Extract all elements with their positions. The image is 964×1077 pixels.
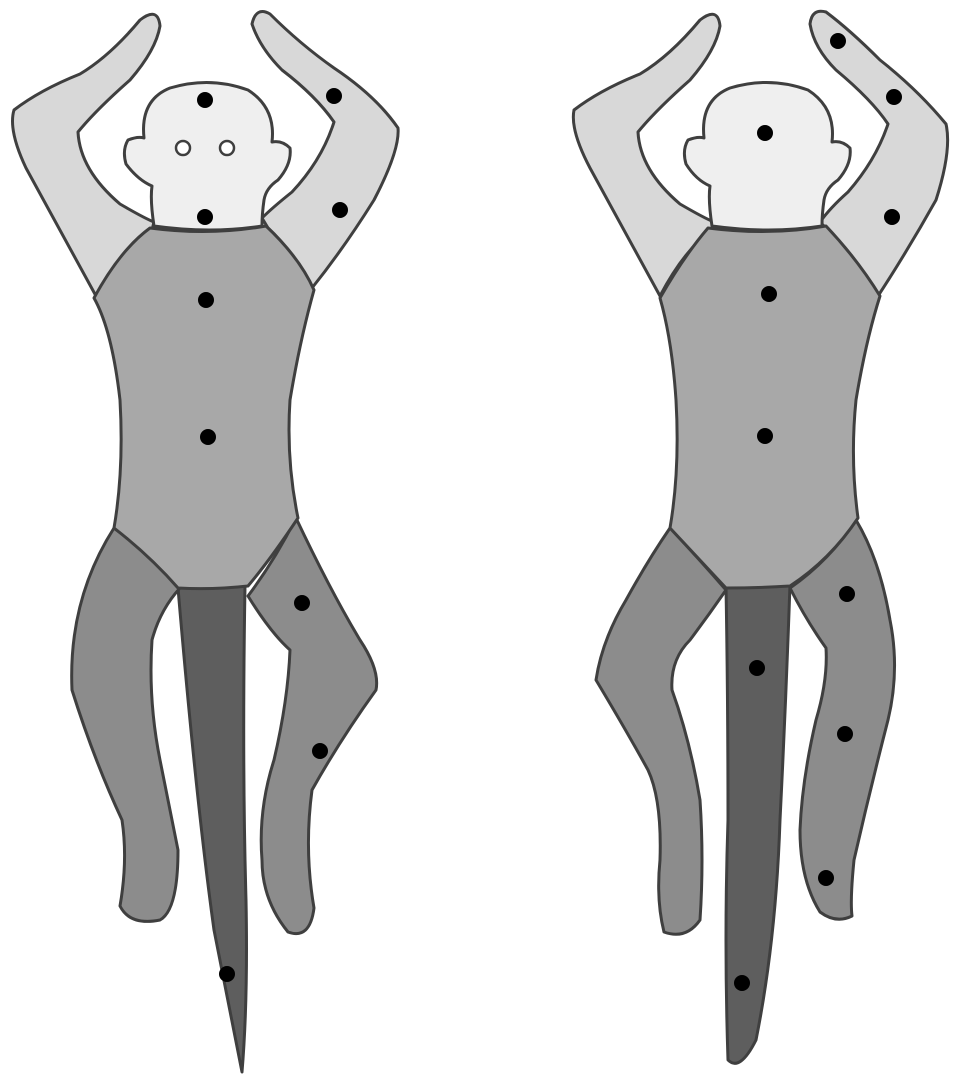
marker-leg-upper-right (839, 586, 855, 602)
marker-arm-lower-right (884, 209, 900, 225)
marker-arm-tip-right (830, 33, 846, 49)
marker-torso-lower-right (757, 428, 773, 444)
marker-torso-upper-right (761, 286, 777, 302)
marker-leg-middle-right (837, 726, 853, 742)
marker-head-right (757, 125, 773, 141)
leg-left-figure-right (596, 528, 726, 934)
leg-right-figure-right (790, 520, 895, 919)
head-right (684, 82, 850, 230)
marker-leg-lower-right (818, 870, 834, 886)
marker-tail-upper-right (749, 660, 765, 676)
marker-tail-lower-right (734, 975, 750, 991)
marker-arm-upper-right (886, 89, 902, 105)
torso-right (660, 226, 880, 588)
tail-right (726, 584, 790, 1063)
